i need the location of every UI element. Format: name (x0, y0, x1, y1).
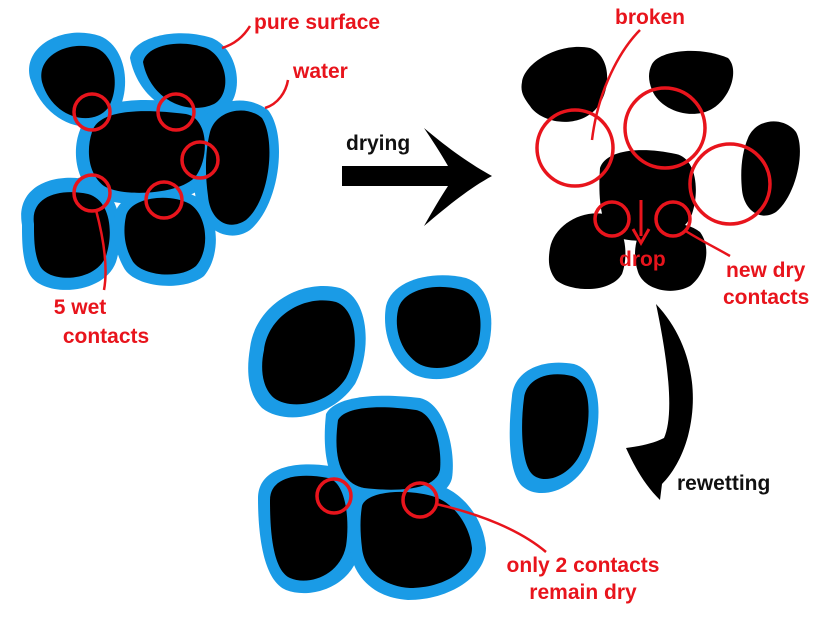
rewetted-state-cluster (248, 275, 599, 600)
wet-contact-ring (156, 92, 196, 132)
broken-contact-ring (623, 86, 707, 170)
dry-state-cluster (521, 29, 800, 291)
new-dry-contact-ring (593, 200, 631, 238)
drop-label: drop (619, 248, 666, 271)
remain-dry-leader (435, 502, 547, 553)
remain-dry-label-line1: only 2 contacts (507, 554, 660, 577)
broken-contact-rings (535, 86, 772, 226)
water-label: water (292, 60, 348, 83)
drying-arrow (342, 128, 492, 226)
new-dry-contact-ring (654, 200, 692, 238)
water-leader (264, 79, 290, 110)
wet-contacts-leader (94, 209, 107, 291)
pure-surface-label: pure surface (254, 11, 380, 34)
new-dry-leader (683, 228, 731, 258)
wet-contact-ring (72, 92, 112, 132)
drying-label: drying (346, 132, 410, 155)
broken-leader (590, 29, 641, 141)
wet-contact-ring (180, 140, 220, 180)
rewetting-arrow (626, 304, 693, 500)
dry-contact-ring (401, 481, 439, 519)
wet-contact-rings (72, 92, 220, 220)
wet-contact-ring (144, 180, 184, 220)
new-dry-label-line2: contacts (723, 286, 809, 309)
pure-surface-leader (221, 25, 252, 50)
particles-dry (521, 46, 800, 291)
remain-dry-label-line2: remain dry (529, 581, 637, 604)
rewetting-label: rewetting (677, 472, 770, 495)
right-arrow-icon (342, 128, 492, 226)
new-dry-label-line1: new dry (726, 259, 806, 282)
wet-state-cluster (21, 25, 290, 291)
wet-contact-ring (72, 173, 112, 213)
curved-down-left-arrow-icon (626, 304, 693, 500)
broken-contact-ring (688, 142, 772, 226)
broken-label: broken (615, 6, 685, 29)
dry-contact-ring (315, 477, 353, 515)
particles-wet (33, 43, 270, 278)
remaining-dry-contact-rings (315, 477, 439, 519)
particles-rewet (262, 286, 589, 588)
wet-contacts-label-line1: 5 wet (54, 296, 107, 319)
broken-contact-ring (535, 108, 615, 188)
new-dry-contact-rings (593, 200, 692, 238)
wet-contacts-label-line2: contacts (63, 325, 149, 348)
down-arrow-icon (631, 200, 651, 247)
